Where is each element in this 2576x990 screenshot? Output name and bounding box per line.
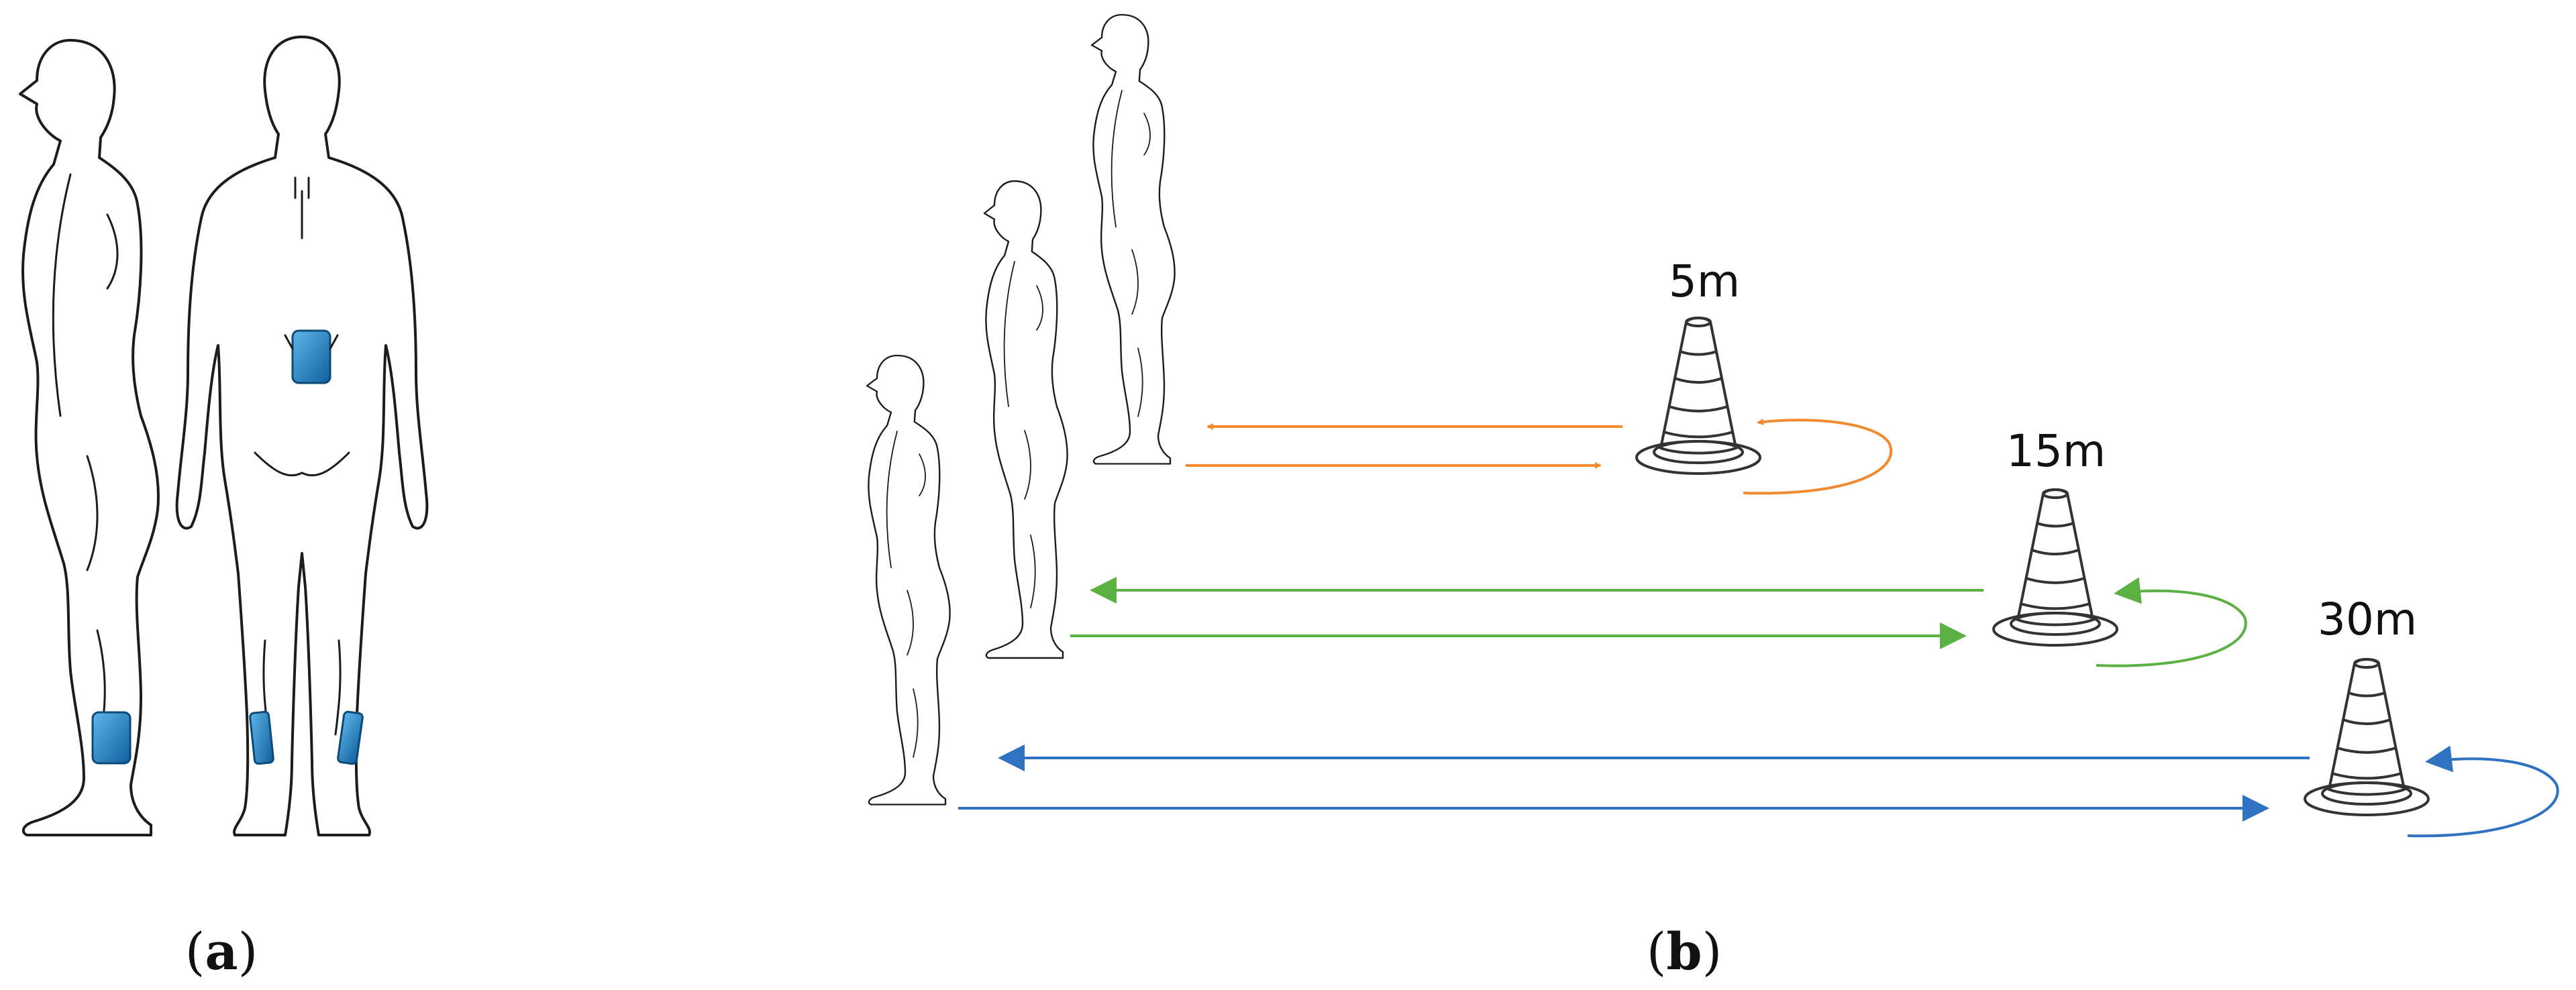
- walker-figure-5m: [1090, 13, 1176, 465]
- lower-back-sensor-strap-left: [284, 334, 294, 350]
- turn-arrow-15m: [2096, 577, 2247, 667]
- distance-label-30m: 30m: [2318, 594, 2417, 645]
- panel-b-label: (b): [1647, 922, 1722, 981]
- panel-a: (a): [19, 36, 429, 981]
- back-view-figure: [175, 36, 429, 836]
- walker-figure-15m: [983, 180, 1068, 659]
- cone-5m: [1635, 317, 1761, 475]
- side-view-figure: [19, 39, 160, 836]
- back-left-ankle-sensor: [249, 710, 274, 765]
- trial-15m: 15m: [1070, 425, 2247, 667]
- cone-15m: [1992, 488, 2118, 647]
- turn-arrow-5m: [1743, 419, 1893, 495]
- distance-label-5m: 5m: [1669, 256, 1740, 307]
- walker-figure-30m: [866, 354, 951, 806]
- trial-30m: 30m: [958, 594, 2559, 838]
- cone-30m: [2304, 658, 2430, 816]
- lower-back-sensor-strap-right: [329, 334, 339, 350]
- trial-5m: 5m: [1186, 256, 1893, 495]
- back-right-ankle-sensor: [337, 710, 364, 765]
- distance-label-15m: 15m: [2006, 425, 2106, 477]
- panel-a-label: (a): [185, 922, 258, 981]
- lower-back-sensor: [291, 329, 331, 384]
- panel-b: 5m 15m 30m (b): [866, 13, 2559, 981]
- side-ankle-sensor: [91, 711, 132, 765]
- turn-arrow-30m: [2407, 745, 2559, 838]
